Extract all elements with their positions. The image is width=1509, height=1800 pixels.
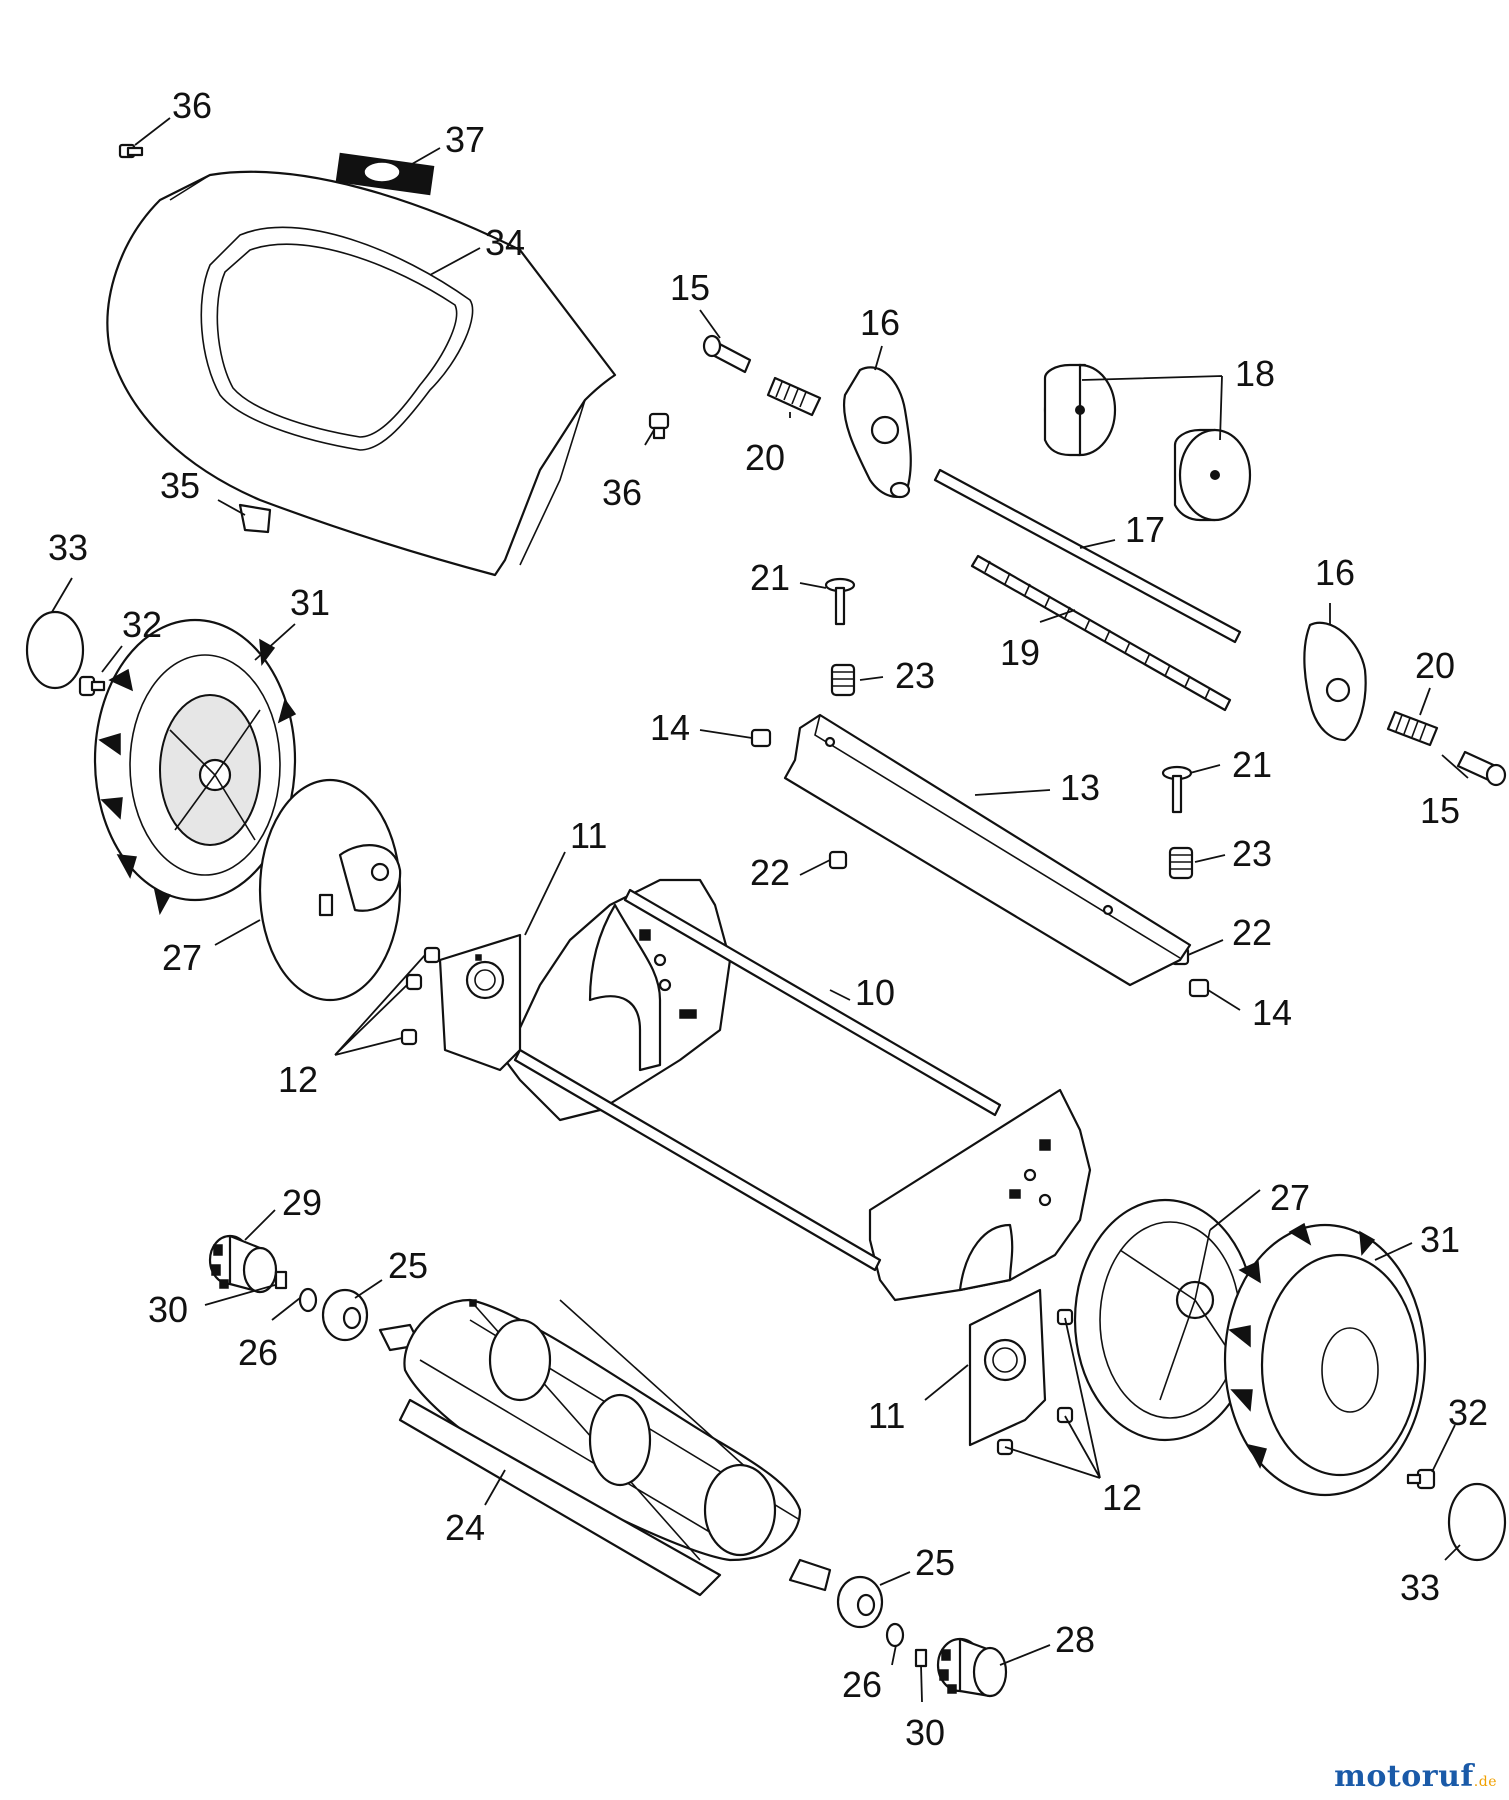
washer-26-left	[298, 1287, 318, 1313]
hubcap-33-right	[1447, 1482, 1507, 1562]
callout-12-right: 12	[1102, 1477, 1142, 1518]
wheel-cover-27-left	[258, 778, 402, 1002]
callout-14-lower: 14	[1252, 992, 1292, 1033]
spring-23-upper	[830, 663, 856, 697]
callout-32-right: 32	[1448, 1392, 1488, 1433]
callout-20-lower: 20	[1415, 645, 1455, 686]
callout-29: 29	[282, 1182, 322, 1223]
pinion-29	[208, 1234, 278, 1294]
watermark-suffix: .de	[1473, 1774, 1497, 1790]
callout-32-left: 32	[122, 604, 162, 645]
spring-20-lower	[1386, 710, 1439, 747]
callout-17: 17	[1125, 509, 1165, 550]
screw-12-left-b	[405, 973, 423, 991]
callout-35: 35	[160, 465, 200, 506]
bedknife-bar-13	[783, 713, 1192, 987]
callout-30-left: 30	[148, 1289, 188, 1330]
callout-33-left: 33	[48, 527, 88, 568]
reel-24	[378, 1298, 832, 1597]
screw-12-right-a	[1056, 1308, 1074, 1326]
washer-26-right	[885, 1622, 905, 1648]
callout-16-upper: 16	[860, 302, 900, 343]
height-adjuster-16-upper	[842, 366, 912, 499]
wheel-cover-27-right	[1073, 1198, 1257, 1442]
callout-labels: 36 37 34 15 16 18 20 36 35 17 33 32 31 2…	[48, 85, 1488, 1753]
axle-rod-17	[933, 468, 1242, 644]
wheel-31-left	[93, 618, 297, 916]
leader-lines	[51, 117, 1469, 1703]
frame-10	[503, 878, 1092, 1302]
grass-cover-shield	[106, 170, 617, 577]
callout-11-left: 11	[570, 815, 607, 856]
callout-24: 24	[445, 1507, 485, 1548]
decal-label	[335, 152, 435, 196]
callout-25-right: 25	[915, 1542, 955, 1583]
callout-15-lower: 15	[1420, 790, 1460, 831]
wheel-31-right	[1223, 1222, 1427, 1497]
callout-37: 37	[445, 119, 485, 160]
callout-30-right: 30	[905, 1712, 945, 1753]
callout-33-right: 33	[1400, 1567, 1440, 1608]
pin-15-upper	[702, 334, 752, 374]
key-30-right	[914, 1648, 928, 1668]
callout-12-left: 12	[278, 1059, 318, 1100]
callout-14-upper: 14	[650, 707, 690, 748]
bolt-21-lower	[1161, 765, 1193, 814]
screw-36-top	[118, 143, 144, 159]
callout-22-upper: 22	[750, 852, 790, 893]
weight-18-b	[1173, 428, 1252, 522]
callout-36-top: 36	[172, 85, 212, 126]
nut-14-lower	[1188, 978, 1210, 998]
callout-23-upper: 23	[895, 655, 935, 696]
callout-11-right: 11	[868, 1395, 905, 1436]
callout-21-upper: 21	[750, 557, 790, 598]
callout-25-left: 25	[388, 1245, 428, 1286]
screw-32-left	[78, 675, 106, 697]
screw-32-right	[1406, 1468, 1436, 1490]
callout-28: 28	[1055, 1619, 1095, 1660]
callout-31-right: 31	[1420, 1219, 1460, 1260]
spring-23-lower	[1168, 846, 1194, 880]
callout-26-right: 26	[842, 1664, 882, 1705]
callout-10: 10	[855, 972, 895, 1013]
callout-36-right: 36	[602, 472, 642, 513]
hubcap-33-left	[25, 610, 85, 690]
side-plate-11-right	[968, 1288, 1047, 1447]
spring-20-upper	[766, 376, 822, 417]
callout-26-left: 26	[238, 1332, 278, 1373]
bearing-25-right	[836, 1575, 884, 1629]
watermark-logo: motoruf.de	[1334, 1759, 1497, 1794]
watermark-text: motoruf	[1334, 1759, 1474, 1794]
height-adjuster-16-lower	[1303, 621, 1367, 742]
clip-35	[238, 503, 272, 534]
key-30-left	[274, 1270, 288, 1290]
callout-20-upper: 20	[745, 437, 785, 478]
screw-12-left-c	[400, 1028, 418, 1046]
callout-23-lower: 23	[1232, 833, 1272, 874]
pinion-28	[936, 1637, 1008, 1698]
screw-36-right	[648, 412, 670, 440]
callout-27-right: 27	[1270, 1177, 1310, 1218]
callout-31-left: 31	[290, 582, 330, 623]
callout-34: 34	[485, 222, 525, 263]
screw-12-right-b	[1056, 1406, 1074, 1424]
callout-27-left: 27	[162, 937, 202, 978]
side-plate-11-left	[438, 933, 522, 1072]
callout-19: 19	[1000, 632, 1040, 673]
weight-18-a	[1043, 363, 1117, 457]
callout-13: 13	[1060, 767, 1100, 808]
callout-18: 18	[1235, 353, 1275, 394]
nut-22-upper	[828, 850, 848, 870]
callout-21-lower: 21	[1232, 744, 1272, 785]
screw-12-left-a	[423, 946, 441, 964]
callout-15-upper: 15	[670, 267, 710, 308]
callout-22-lower: 22	[1232, 912, 1272, 953]
nut-14-upper	[750, 728, 772, 748]
bearing-25-left	[321, 1288, 369, 1342]
pin-15-lower	[1456, 750, 1507, 787]
callout-16-lower: 16	[1315, 552, 1355, 593]
bolt-21-upper	[824, 577, 856, 626]
